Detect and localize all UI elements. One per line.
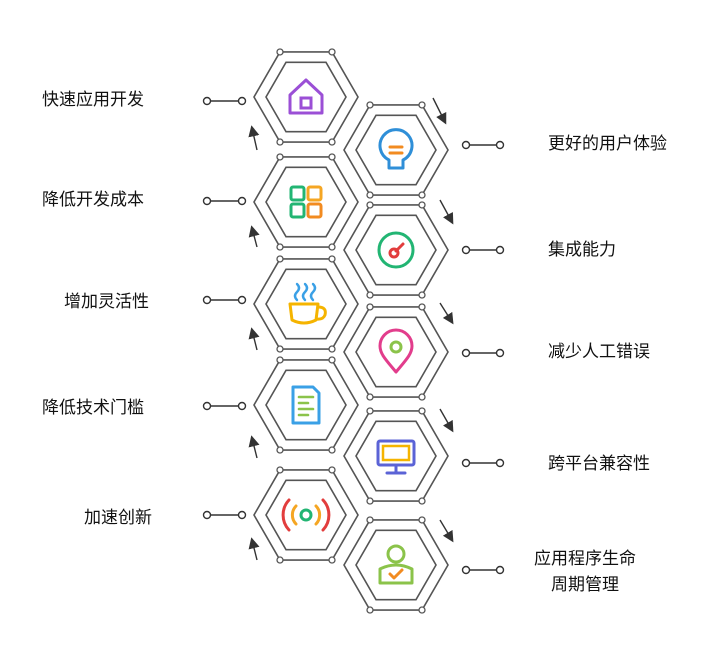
connector-dot-left-1 [202, 96, 212, 106]
signal-icon [281, 498, 331, 532]
label-cross-platform: 跨平台兼容性 [548, 454, 650, 474]
connector-dot-left-inner-1 [237, 96, 247, 106]
monitor-icon [376, 439, 416, 475]
connector-dot-right-5 [495, 565, 505, 575]
flow-arrow-10 [248, 537, 260, 561]
flow-arrow-3 [439, 199, 454, 225]
flow-arrow-6 [248, 327, 260, 351]
flow-arrow-2 [248, 125, 260, 151]
hexagon-left-2 [253, 153, 359, 251]
label-integration: 集成能力 [548, 240, 616, 260]
hexagon-right-4 [343, 407, 449, 505]
flow-arrow-5 [439, 302, 454, 325]
flow-arrow-9 [439, 519, 454, 543]
document-icon [291, 385, 321, 425]
label-reduce-dev-cost: 降低开发成本 [42, 190, 144, 210]
user-check-icon [378, 544, 414, 585]
connector-dot-right-4 [495, 458, 505, 468]
connector-dot-right-inner-3 [461, 348, 471, 358]
flow-arrow-8 [248, 435, 260, 459]
grid-icon [289, 185, 323, 219]
flow-arrow-4 [248, 225, 260, 248]
house-icon [288, 78, 324, 115]
label-better-ux: 更好的用户体验 [548, 134, 667, 154]
connector-dot-right-inner-1 [461, 140, 471, 150]
label-rapid-app-development: 快速应用开发 [42, 90, 144, 110]
connector-dot-left-inner-4 [237, 401, 247, 411]
connector-dot-right-2 [495, 245, 505, 255]
label-alm: 应用程序生命 周期管理 [534, 549, 636, 595]
connector-dot-right-inner-2 [461, 245, 471, 255]
connector-dot-left-5 [202, 510, 212, 520]
label-lower-tech-barrier: 降低技术门槛 [42, 398, 144, 418]
connector-dot-left-inner-2 [237, 196, 247, 206]
connector-dot-left-4 [202, 401, 212, 411]
gauge-icon [377, 231, 415, 269]
hexagon-left-5 [253, 466, 359, 564]
location-pin-icon [378, 328, 414, 374]
connector-dot-left-inner-3 [237, 295, 247, 305]
flow-arrow-1 [432, 97, 447, 125]
connector-dot-right-1 [495, 140, 505, 150]
label-increase-flexibility: 增加灵活性 [64, 292, 149, 312]
connector-dot-right-3 [495, 348, 505, 358]
label-accelerate-innovation: 加速创新 [84, 508, 152, 528]
connector-dot-left-3 [202, 295, 212, 305]
connector-dot-left-2 [202, 196, 212, 206]
connector-dot-left-inner-5 [237, 510, 247, 520]
label-reduce-manual-errors: 减少人工错误 [548, 342, 650, 362]
hexagon-right-1 [343, 101, 449, 199]
connector-dot-right-inner-5 [461, 565, 471, 575]
lightbulb-icon [378, 128, 414, 170]
flow-arrow-7 [439, 408, 454, 433]
hexagon-left-4 [253, 356, 359, 454]
connector-dot-right-inner-4 [461, 458, 471, 468]
coffee-cup-icon [288, 282, 327, 325]
